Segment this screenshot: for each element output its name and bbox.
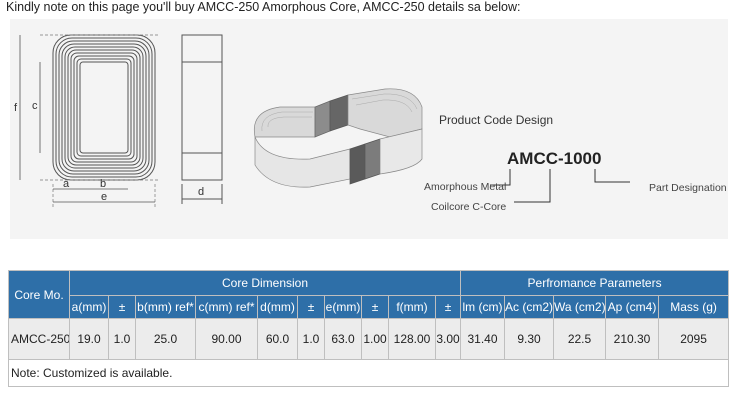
col-header: e(mm) [324,295,362,319]
col-header: Wa (cm2) [553,295,607,319]
col-header: b(mm) ref* [135,295,196,319]
label-e: e [101,191,107,203]
core-diagram: f c a b e d [10,19,728,239]
col-header: Mass (g) [658,295,730,319]
col-header: Ap (cm4) [605,295,660,319]
table-cell: 128.00 [388,318,436,360]
table-cell: 1.0 [108,318,136,360]
table-cell: 19.0 [69,318,109,360]
col-header: a(mm) [69,295,109,319]
table-row: AMCC-250 19.0 1.0 25.0 90.00 60.0 1.0 63… [8,318,730,360]
table-cell: 9.30 [504,318,555,360]
col-header: Ac (cm2) [504,295,555,319]
col-header: ± [297,295,325,319]
col-header: ± [108,295,136,319]
table-cell: 60.0 [257,318,298,360]
table-cell: 90.00 [195,318,258,360]
table-cell: 210.30 [605,318,660,360]
table-note: Note: Customized is available. [7,359,730,387]
core-model-header: Core Mo. [8,270,70,319]
table-cell: 2095 [658,318,730,360]
table-cell: 1.0 [297,318,325,360]
core-drawing: f c a b e d [14,34,727,213]
label-c: c [32,100,38,112]
intro-text: Kindly note on this page you'll buy AMCC… [6,0,521,14]
product-code: AMCC-1000 [507,149,601,168]
col-header: d(mm) [257,295,298,319]
performance-header: Perfromance Parameters [460,270,730,296]
col-header: ± [361,295,389,319]
col-header: ± [434,295,462,319]
core-dimension-header: Core Dimension [68,270,462,296]
amorphous-metal-label: Amorphous Metal [424,181,506,193]
col-header: f(mm) [388,295,436,319]
spec-table: Core Mo. Core Dimension Perfromance Para… [7,270,730,387]
col-header: lm (cm) [460,295,506,319]
table-cell: 1.00 [361,318,389,360]
coilcore-label: Coilcore C-Core [431,201,506,213]
col-header: c(mm) ref* [195,295,258,319]
table-cell: 3.00 [434,318,462,360]
table-cell: 22.5 [553,318,607,360]
label-a: a [63,178,70,190]
label-d: d [198,186,204,198]
front-view [52,34,156,181]
table-cell: 63.0 [324,318,362,360]
table-cell: 31.40 [460,318,506,360]
c-core-3d [253,88,423,188]
side-view [181,34,223,204]
table-cell: 25.0 [135,318,196,360]
label-b: b [100,178,106,190]
product-code-title: Product Code Design [439,113,553,127]
model-cell: AMCC-250 [8,318,70,360]
part-designation-label: Part Designation [649,182,727,194]
label-f: f [14,102,18,114]
